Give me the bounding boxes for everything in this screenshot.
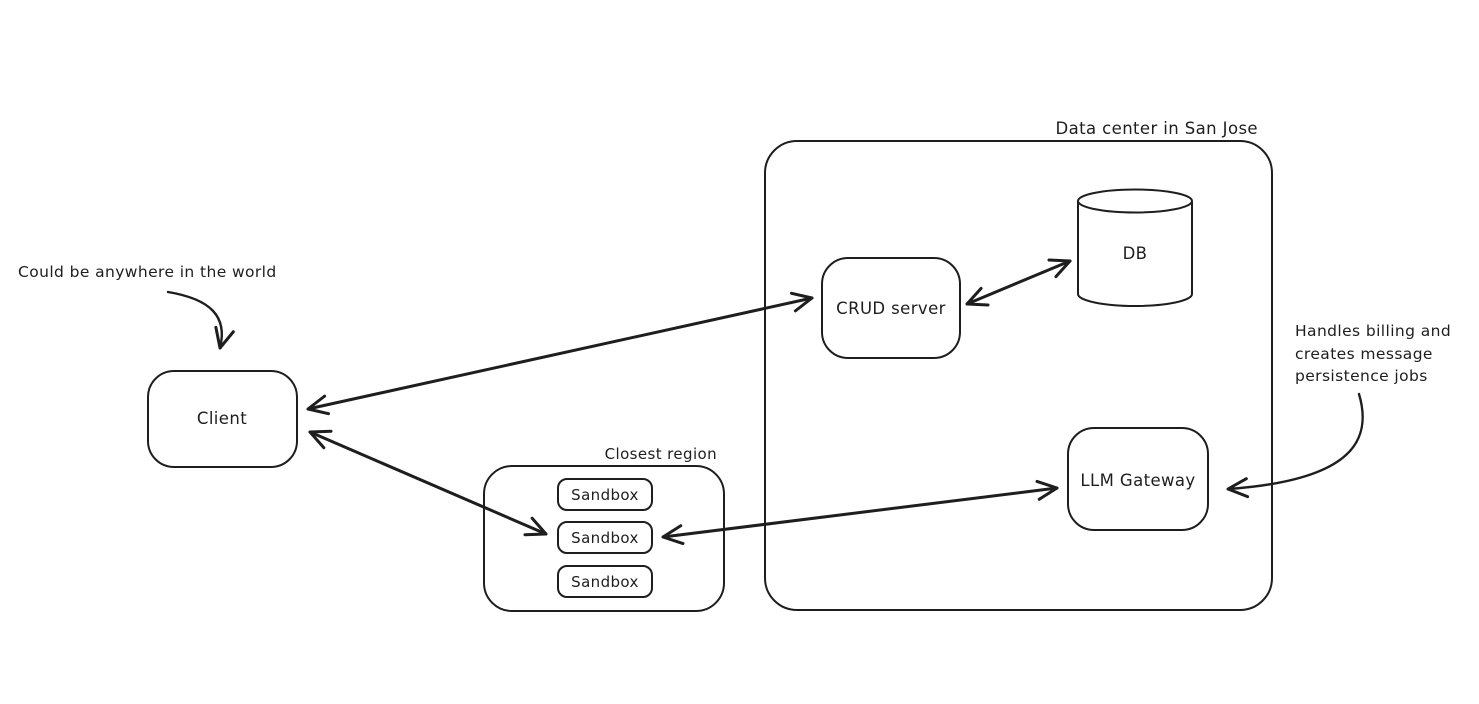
client-note[interactable]: Could be anywhere in the world [18,263,277,350]
client-note-text: Could be anywhere in the world [18,263,277,281]
sandbox-label-2: Sandbox [571,529,639,547]
closest-region-container[interactable]: Closest region Sandbox Sandbox Sandbox [483,445,725,612]
crud-server-box[interactable] [821,257,961,359]
sandbox-box-1[interactable] [557,478,653,511]
db-label: DB [1123,244,1148,263]
gateway-note-text-line2: creates message [1295,345,1433,363]
sandbox-node-1[interactable]: Sandbox [557,478,653,511]
db-node[interactable]: DB [1077,188,1193,307]
data-center-label: Data center in San Jose [1056,119,1258,138]
data-center-container[interactable]: Data center in San Jose [764,119,1273,611]
gateway-note-arrow[interactable] [1226,392,1364,499]
client-sandbox-arrow[interactable] [308,429,548,537]
sandbox-node-3[interactable]: Sandbox [557,565,653,598]
crud-server-node[interactable]: CRUD server [821,257,961,359]
data-center-box[interactable] [764,140,1273,611]
client-box[interactable] [147,370,298,468]
closest-region-label: Closest region [605,445,717,463]
llm-gateway-label: LLM Gateway [1080,471,1195,490]
gateway-note-text-line3: persistence jobs [1295,367,1428,385]
gateway-note[interactable]: Handles billing and creates message pers… [1226,322,1451,499]
sandbox-node-2[interactable]: Sandbox [557,521,653,554]
client-note-arrow[interactable] [166,290,235,350]
gateway-note-text-line1: Handles billing and [1295,322,1451,340]
sandbox-box-2[interactable] [557,521,653,554]
db-cylinder-body[interactable] [1077,201,1193,307]
client-crud-arrow[interactable] [306,291,814,416]
llm-gateway-node[interactable]: LLM Gateway [1067,427,1209,531]
db-cylinder-top[interactable] [1077,188,1193,214]
sandbox-label-1: Sandbox [571,486,639,504]
sandbox-label-3: Sandbox [571,573,639,591]
client-label: Client [197,409,247,428]
sandbox-gateway-arrow[interactable] [661,479,1059,546]
sandbox-box-3[interactable] [557,565,653,598]
llm-gateway-box[interactable] [1067,427,1209,531]
crud-server-label: CRUD server [836,299,946,318]
crud-db-arrow[interactable] [965,258,1072,307]
client-node[interactable]: Client [147,370,298,468]
